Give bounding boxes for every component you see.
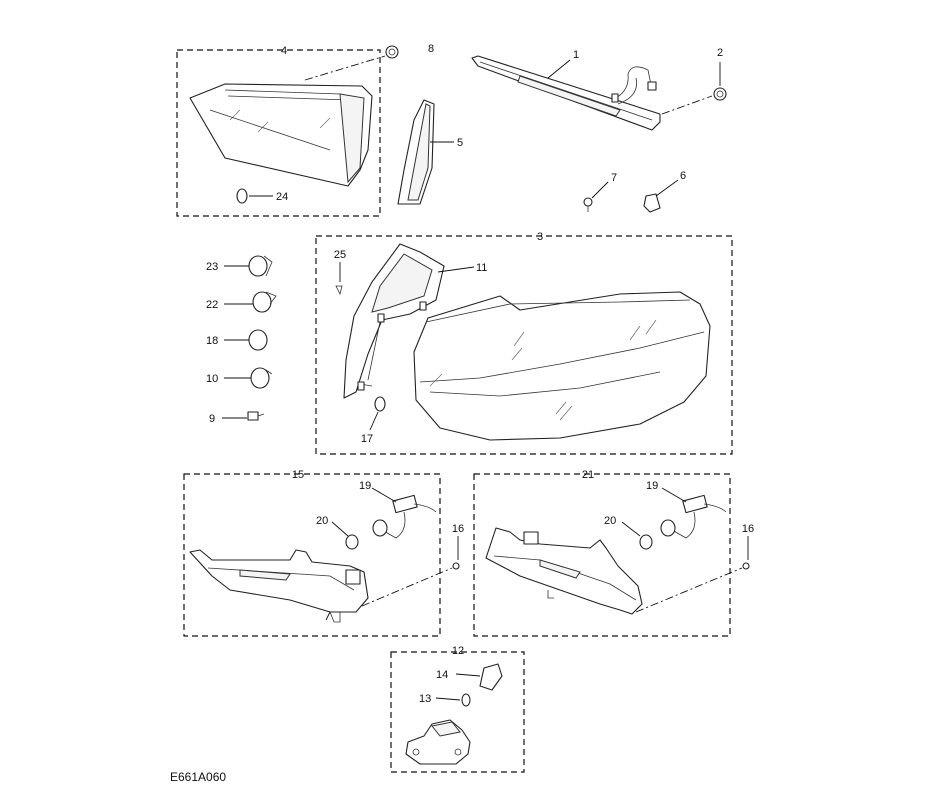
bulb-14-part	[479, 663, 503, 691]
callout-4-label: 4	[281, 45, 287, 57]
callout-9-label: 9	[209, 413, 215, 425]
fitting-line-16-right	[635, 567, 743, 613]
group-box-21: 21	[473, 469, 731, 637]
callout-24-label: 24	[276, 191, 288, 203]
leader-6	[655, 179, 679, 197]
grommet-2-part	[713, 87, 727, 101]
screw-7-part	[583, 197, 593, 212]
leader-17	[369, 411, 379, 431]
callout-1-label: 1	[573, 49, 579, 61]
bulb-25-part	[335, 285, 343, 296]
callout-5-label: 5	[457, 137, 463, 149]
callout-25-label: 25	[334, 249, 346, 261]
callout-13-label: 13	[419, 693, 431, 705]
tail-lamp-lens-part	[413, 291, 711, 441]
screw-16-left-part	[452, 562, 460, 570]
callout-7-label: 7	[611, 172, 617, 184]
leader-13	[435, 697, 461, 701]
group-box-12: 12	[390, 645, 525, 773]
lamp-housing-11-part	[343, 243, 445, 399]
callout-2-label: 2	[717, 47, 723, 59]
callout-16-left-label: 16	[452, 523, 464, 535]
callout-20-left-label: 20	[316, 515, 328, 527]
figure-code: E661A060	[170, 770, 226, 784]
washer-17-part	[374, 396, 386, 412]
leader-7	[591, 181, 609, 199]
group-box-3: 3	[315, 231, 733, 455]
leader-20-left	[331, 521, 349, 537]
callout-17-label: 17	[361, 433, 373, 445]
licence-lamp-housing-part	[405, 719, 471, 765]
fitting-line-2	[661, 95, 713, 115]
leader-19-left	[371, 487, 397, 503]
cap-22-part	[252, 291, 277, 313]
bulb-13-part	[461, 693, 471, 707]
callout-10-label: 10	[206, 373, 218, 385]
leader-14	[455, 673, 481, 677]
callout-6-label: 6	[680, 170, 686, 182]
cap-18-part	[248, 329, 268, 351]
callout-3-label: 3	[537, 231, 543, 243]
callout-23-label: 23	[206, 261, 218, 273]
grommet-8-part	[385, 45, 399, 59]
leader-20-right	[621, 521, 641, 537]
group-box-4: 4	[176, 45, 381, 217]
bulb-holder-19-left-part	[372, 494, 437, 539]
high-mount-stop-lamp-part	[471, 55, 661, 131]
callout-19-right-label: 19	[646, 480, 658, 492]
cap-23-part	[248, 255, 273, 277]
leader-19-right	[661, 487, 687, 503]
washer-24-part	[236, 188, 248, 204]
bulb-holder-19-right-part	[660, 494, 727, 539]
fitting-line-16-left	[361, 567, 453, 607]
callout-18-label: 18	[206, 335, 218, 347]
group-box-15: 15	[183, 469, 441, 637]
inner-tail-lamp-part	[189, 83, 373, 187]
cap-10-part	[250, 367, 273, 389]
clip-6-part	[643, 193, 661, 213]
callout-19-left-label: 19	[359, 480, 371, 492]
leader-11	[437, 266, 475, 273]
callout-8-label: 8	[428, 43, 434, 55]
callout-20-right-label: 20	[604, 515, 616, 527]
leader-16-left	[325, 611, 331, 621]
callout-14-label: 14	[436, 669, 448, 681]
callout-22-label: 22	[206, 299, 218, 311]
left-lamp-housing-part	[189, 549, 369, 623]
callout-12-label: 12	[452, 645, 464, 657]
trim-panel-5-part	[397, 99, 435, 205]
bulb-20-right-part	[639, 534, 653, 550]
bulb-20-left-part	[345, 534, 359, 550]
nut-9-part	[247, 411, 265, 421]
callout-11-label: 11	[476, 262, 487, 274]
callout-16-right-label: 16	[742, 523, 754, 535]
callout-21-label: 21	[582, 469, 594, 481]
callout-15-label: 15	[292, 469, 304, 481]
fitting-line-8	[304, 55, 386, 81]
screw-16-right-part	[742, 562, 750, 570]
right-lamp-housing-part	[485, 527, 643, 615]
leader-1	[547, 59, 571, 79]
